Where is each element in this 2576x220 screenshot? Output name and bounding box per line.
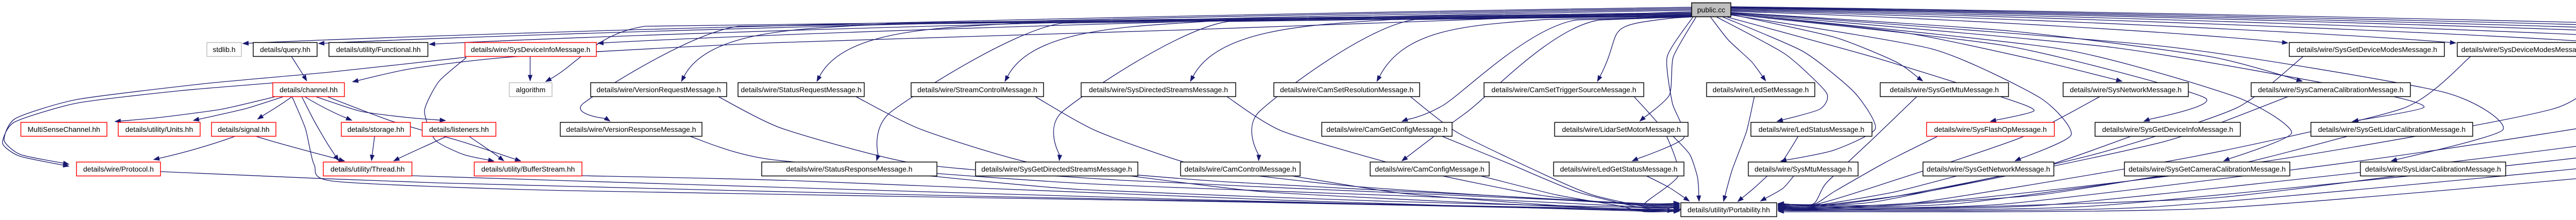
svg-text:details/wire/SysMtuMessage.h: details/wire/SysMtuMessage.h <box>1754 165 1852 173</box>
svg-text:details/wire/SysGetDeviceInfoM: details/wire/SysGetDeviceInfoMessage.h <box>2102 125 2233 133</box>
svg-text:details/signal.hh: details/signal.hh <box>218 125 269 133</box>
svg-text:details/utility/BufferStream.h: details/utility/BufferStream.hh <box>481 165 575 173</box>
svg-text:details/wire/StatusResponseMes: details/wire/StatusResponseMessage.h <box>786 165 912 173</box>
svg-text:details/wire/SysGetDeviceModes: details/wire/SysGetDeviceModesMessage.h <box>2296 45 2437 54</box>
svg-text:details/wire/CamConfigMessage.: details/wire/CamConfigMessage.h <box>1375 165 1484 173</box>
svg-text:details/wire/CamControlMessage: details/wire/CamControlMessage.h <box>1184 165 1296 173</box>
svg-text:details/wire/SysDeviceModesMes: details/wire/SysDeviceModesMessage.h <box>2461 45 2576 54</box>
svg-text:details/wire/StreamControlMess: details/wire/StreamControlMessage.h <box>918 86 1038 94</box>
svg-text:algorithm: algorithm <box>516 86 546 94</box>
svg-text:details/listeners.hh: details/listeners.hh <box>429 125 489 133</box>
svg-text:details/wire/SysFlashOpMessage: details/wire/SysFlashOpMessage.h <box>1934 125 2047 133</box>
svg-text:details/wire/StatusRequestMess: details/wire/StatusRequestMessage.h <box>741 86 861 94</box>
svg-text:public.cc: public.cc <box>1697 6 1725 14</box>
svg-text:details/wire/VersionResponseMe: details/wire/VersionResponseMessage.h <box>566 125 696 133</box>
svg-text:MultiSenseChannel.hh: MultiSenseChannel.hh <box>28 125 100 133</box>
svg-text:details/wire/CamSetResolutionM: details/wire/CamSetResolutionMessage.h <box>1280 86 1413 94</box>
svg-text:details/wire/SysLidarCalibrati: details/wire/SysLidarCalibrationMessage.… <box>2365 165 2501 173</box>
svg-text:details/utility/Thread.hh: details/utility/Thread.hh <box>331 165 405 173</box>
svg-text:details/wire/CamSetTriggerSour: details/wire/CamSetTriggerSourceMessage.… <box>1492 86 1636 94</box>
svg-text:details/wire/SysGetDirectedStr: details/wire/SysGetDirectedStreamsMessag… <box>981 165 1132 173</box>
svg-text:details/channel.hh: details/channel.hh <box>280 86 338 94</box>
svg-text:stdlib.h: stdlib.h <box>213 45 235 54</box>
svg-text:details/wire/SysNetworkMessage: details/wire/SysNetworkMessage.h <box>2070 86 2181 94</box>
svg-text:details/wire/LedGetStatusMessa: details/wire/LedGetStatusMessage.h <box>1560 165 1677 173</box>
svg-text:details/storage.hh: details/storage.hh <box>347 125 404 133</box>
svg-text:details/wire/CamGetConfigMessa: details/wire/CamGetConfigMessage.h <box>1327 125 1448 133</box>
svg-text:details/query.hh: details/query.hh <box>260 45 311 54</box>
svg-text:details/utility/Functional.hh: details/utility/Functional.hh <box>336 45 420 54</box>
svg-text:details/wire/LidarSetMotorMess: details/wire/LidarSetMotorMessage.h <box>1562 125 1681 133</box>
svg-text:details/wire/SysCameraCalibrat: details/wire/SysCameraCalibrationMessage… <box>2258 86 2403 94</box>
svg-text:details/wire/SysDirectedStream: details/wire/SysDirectedStreamsMessage.h <box>1089 86 1228 94</box>
svg-text:details/wire/SysDeviceInfoMess: details/wire/SysDeviceInfoMessage.h <box>471 45 590 54</box>
svg-text:details/wire/SysGetMtuMessage.: details/wire/SysGetMtuMessage.h <box>1890 86 1999 94</box>
svg-text:details/wire/LedSetMessage.h: details/wire/LedSetMessage.h <box>1713 86 1809 94</box>
svg-text:details/wire/SysGetCameraCalib: details/wire/SysGetCameraCalibrationMess… <box>2128 165 2285 173</box>
svg-text:details/wire/SysGetLidarCalibr: details/wire/SysGetLidarCalibrationMessa… <box>2318 125 2465 133</box>
svg-text:details/utility/Units.hh: details/utility/Units.hh <box>125 125 193 133</box>
svg-text:details/utility/Portability.hh: details/utility/Portability.hh <box>1687 206 1770 214</box>
svg-text:details/wire/VersionRequestMes: details/wire/VersionRequestMessage.h <box>597 86 721 94</box>
svg-text:details/wire/SysGetNetworkMess: details/wire/SysGetNetworkMessage.h <box>1927 165 2050 173</box>
svg-text:details/wire/LedStatusMessage.: details/wire/LedStatusMessage.h <box>1758 125 1864 133</box>
svg-text:details/wire/Protocol.h: details/wire/Protocol.h <box>83 165 154 173</box>
